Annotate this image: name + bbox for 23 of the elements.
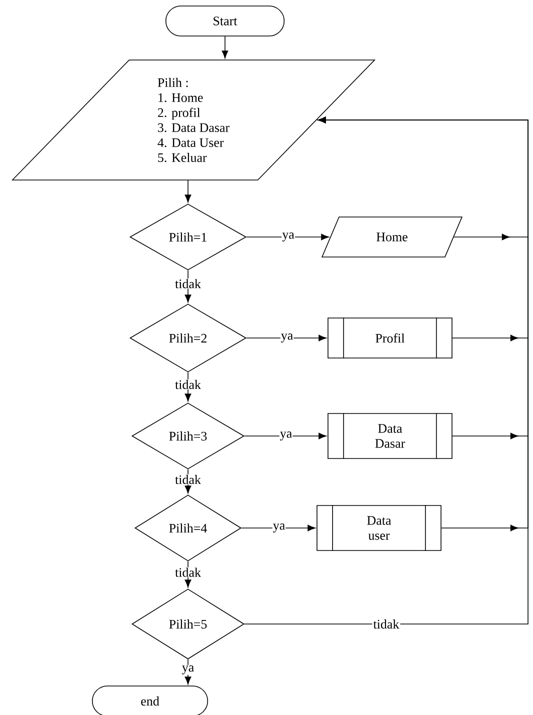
arrow	[244, 432, 326, 440]
process-box: Data user	[316, 504, 442, 552]
edge-label: ya	[282, 232, 295, 242]
arrow	[241, 524, 316, 532]
edge-label: tidak	[174, 379, 202, 390]
edge-label: tidak	[174, 567, 202, 578]
edge-label: tidak	[372, 618, 400, 630]
edge-label: ya	[279, 431, 293, 441]
arrow	[184, 659, 192, 684]
edge-label: ya	[272, 523, 286, 533]
arrow	[184, 469, 192, 494]
arrow	[222, 36, 228, 58]
arrow	[184, 180, 192, 202]
process-box: Profil	[328, 317, 452, 359]
arrow	[184, 561, 192, 588]
arrow	[246, 234, 329, 240]
process-box: Data Dasar	[328, 412, 452, 460]
arrow	[246, 334, 326, 342]
arrow	[244, 116, 528, 624]
edge-label: tidak	[174, 474, 202, 485]
edge-label: tidak	[174, 278, 202, 289]
edge-label: ya	[280, 333, 294, 343]
edge-label: ya	[181, 664, 195, 675]
